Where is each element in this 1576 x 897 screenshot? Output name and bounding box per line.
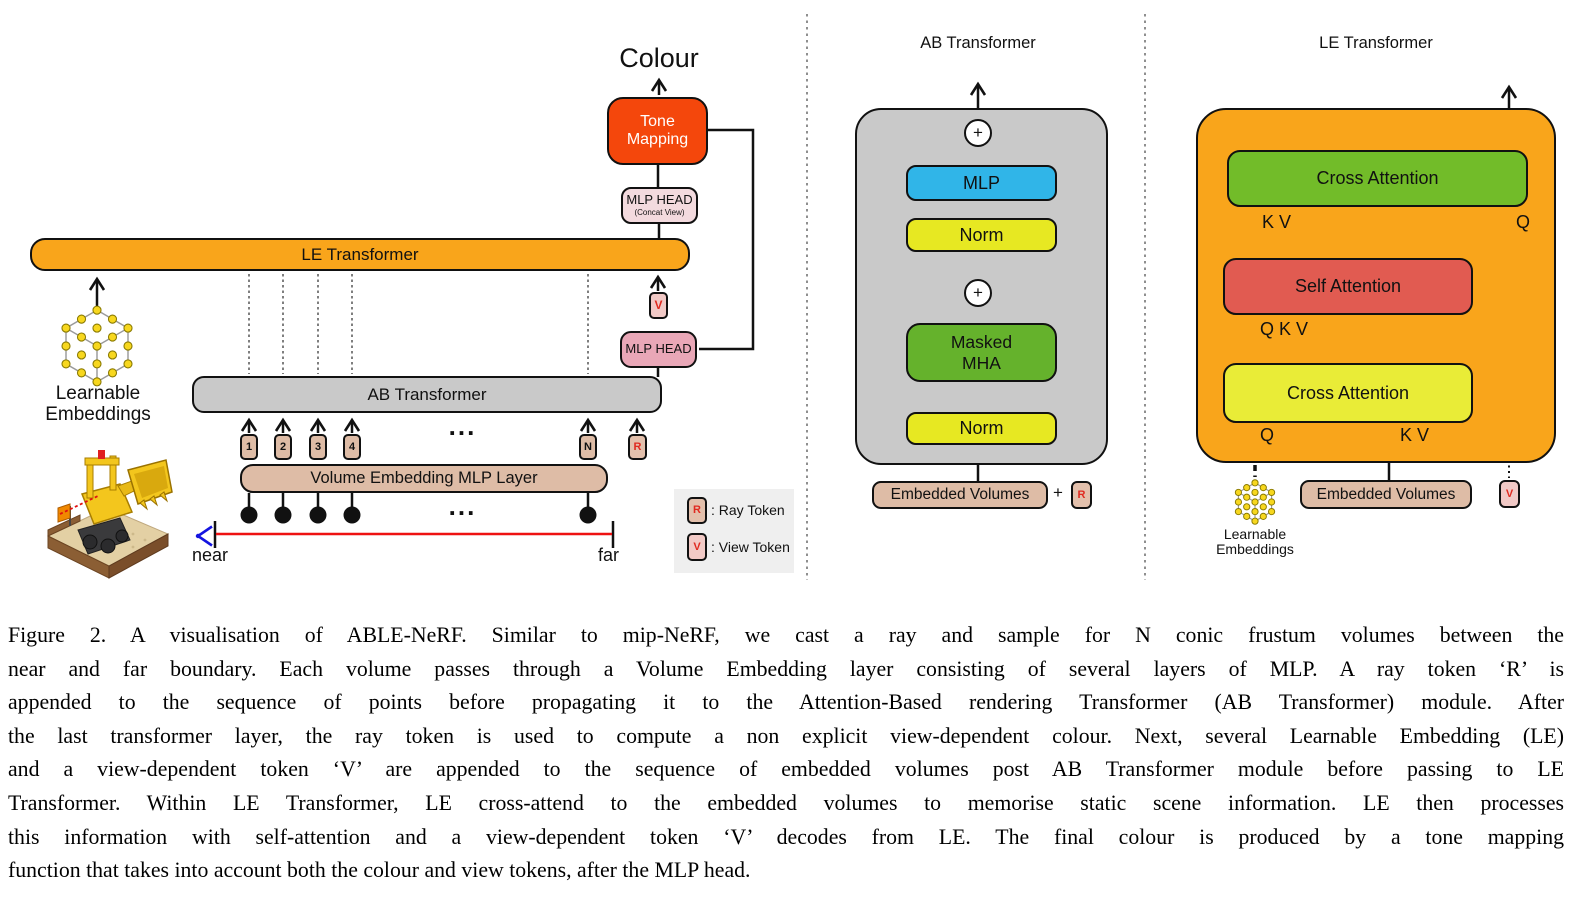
self-attention-box: Self Attention [1223,258,1473,315]
volume-embedding-bar: Volume Embedding MLP Layer [240,464,608,493]
self-attention-label: Self Attention [1294,276,1402,297]
learnable-embeddings-lattice [61,305,133,387]
q-label-bottom: Q [1260,425,1275,445]
caption-line: this information with self-attention and… [8,824,1564,849]
token-label: N [584,440,592,453]
token-label: 3 [314,440,322,453]
ellipsis-tokens: ... [448,411,477,441]
tone-mapping-box: Tone Mapping [607,97,708,165]
masked-mha-label: Masked MHA [950,332,1013,373]
embedded-volumes-box-mid: Embedded Volumes [872,481,1048,509]
embedded-volumes-box-right: Embedded Volumes [1300,480,1472,509]
norm-label: Norm [959,418,1004,439]
token-label: 1 [245,440,253,453]
residual-add-top: + [964,119,992,147]
le-ab-dotted-links [248,274,589,374]
token-label: R [633,440,642,453]
mlp-head-concat-subtitle: (Concat View) [634,208,685,218]
legend-ray-text: : Ray Token [711,502,785,518]
view-token-left: V [649,292,668,319]
token-label: 4 [348,440,356,453]
tone-mapping-label: Tone Mapping [626,112,689,148]
legend-view-text: : View Token [711,539,790,555]
caption-line: near and far boundary. Each volume passe… [8,656,1564,681]
caption-line: appended to the sequence of points befor… [8,690,1564,715]
learnable-embeddings-label: Learnable Embeddings [45,383,151,425]
cross-attention-label: Cross Attention [1316,168,1439,189]
embedded-volumes-label: Embedded Volumes [890,486,1030,504]
learnable-embeddings-lattice-small [1234,479,1276,525]
mlp-head-label: MLP HEAD [625,341,692,357]
ab-transformer-title: AB Transformer [920,34,1036,52]
residual-add-bottom: + [964,279,992,307]
cross-attention-label: Cross Attention [1286,382,1410,403]
masked-mha-box: Masked MHA [906,323,1057,382]
caption-line: Figure 2. A visualisation of ABLE-NeRF. … [8,623,1564,647]
plus-sign: + [973,283,983,303]
ab-transformer-bar: AB Transformer [192,376,662,413]
volume-token-4: 4 [343,434,361,460]
volume-token-3: 3 [309,434,327,460]
token-label: V [693,540,701,553]
mlp-head-concat-title: MLP HEAD [626,192,693,208]
kv-label-bottom: K V [1400,425,1430,445]
view-token-letter: V [654,297,663,312]
mlp-label: MLP [962,172,1000,193]
caption-line: and a view-dependent token ‘V’ are appen… [8,757,1564,782]
volume-embedding-label: Volume Embedding MLP Layer [310,469,538,488]
le-transformer-label: LE Transformer [301,244,419,264]
colour-output-label: Colour [619,43,699,73]
volume-token-1: 1 [240,434,258,460]
mlp-box: MLP [906,165,1057,201]
mlp-head-box: MLP HEAD [620,331,697,368]
cross-attention-top-box: Cross Attention [1227,150,1528,207]
plus-sign: + [973,123,983,143]
caption-line: function that takes into account both th… [8,858,751,883]
caption-line: Transformer. Within LE Transformer, LE c… [8,790,1564,815]
kv-label-top: K V [1262,212,1292,232]
plus-sign-mid: + [1053,483,1063,502]
norm-label: Norm [959,224,1004,245]
ray-token: R [628,434,647,460]
far-label: far [598,545,620,565]
embedded-volumes-label: Embedded Volumes [1316,485,1456,503]
caption-line: the last transformer layer, the ray toke… [8,723,1564,748]
volume-token-n: N [579,434,597,460]
norm-box-bottom: Norm [906,412,1057,445]
ellipsis-samples: ... [448,491,477,521]
qkv-label: Q K V [1260,319,1309,339]
norm-box-top: Norm [906,218,1057,252]
sample-dots [240,506,597,524]
token-label: V [1505,487,1514,500]
mlp-head-concat-box: MLP HEAD (Concat View) [621,187,698,224]
cross-attention-bottom-box: Cross Attention [1223,363,1473,423]
learnable-embeddings-label-small: Learnable Embeddings [1216,526,1294,558]
volume-token-2: 2 [274,434,292,460]
legend-ray-token: R [687,497,707,524]
legend-view-token: V [687,533,707,561]
view-token-right: V [1499,480,1520,508]
q-label-top: Q [1516,212,1531,232]
lego-scene-image [46,450,173,579]
eye-icon [195,525,213,547]
ray-token-mid: R [1071,481,1092,509]
le-transformer-bar: LE Transformer [30,238,690,271]
token-label: 2 [279,440,287,453]
token-label: R [693,504,701,517]
token-label: R [1077,488,1086,501]
token-legend: R : Ray Token V : View Token [674,489,794,573]
near-label: near [192,545,229,565]
figure-caption: Figure 2. A visualisation of ABLE-NeRF. … [8,619,1564,888]
le-transformer-title: LE Transformer [1319,34,1433,52]
ab-transformer-label: AB Transformer [367,384,487,404]
